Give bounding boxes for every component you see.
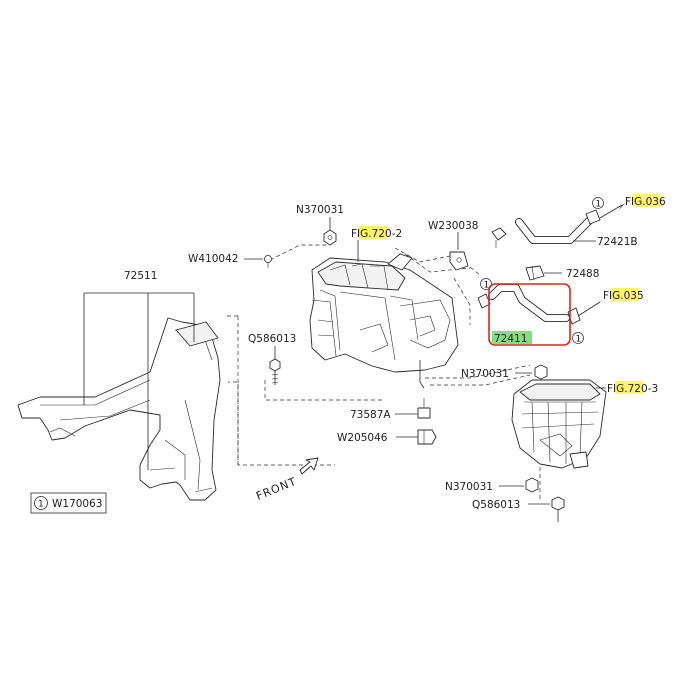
clamp-72488[interactable] bbox=[525, 265, 545, 281]
svg-text:72421B: 72421B bbox=[597, 236, 638, 248]
label-n370031-top: N370031 bbox=[296, 204, 344, 216]
fig-035-reference[interactable]: FIG.035 bbox=[603, 288, 644, 302]
front-direction-label: FRONT bbox=[254, 475, 298, 503]
hose-clamp-upper-right[interactable] bbox=[585, 209, 601, 225]
hose-72411[interactable] bbox=[488, 284, 570, 322]
svg-text:N370031: N370031 bbox=[445, 481, 493, 493]
label-73587a: 73587A bbox=[350, 409, 391, 421]
nut-n370031-mid[interactable] bbox=[534, 364, 548, 380]
highlight-ig72 bbox=[359, 226, 387, 239]
svg-text:1: 1 bbox=[596, 200, 602, 210]
label-72511: 72511 bbox=[124, 270, 157, 282]
svg-text:Q586013: Q586013 bbox=[248, 333, 296, 345]
label-72411[interactable]: 72411 bbox=[492, 331, 532, 345]
svg-text:FRONT: FRONT bbox=[254, 475, 298, 503]
part-72511-duct[interactable] bbox=[17, 317, 221, 501]
svg-text:FIG.720-3: FIG.720-3 bbox=[607, 383, 658, 395]
svg-text:N370031: N370031 bbox=[461, 368, 509, 380]
hose-clamp-lower-left[interactable] bbox=[477, 293, 491, 309]
nut-n370031-top[interactable] bbox=[323, 229, 337, 246]
highlight-ig03-mid bbox=[611, 288, 639, 301]
label-n370031-low: N370031 bbox=[445, 481, 493, 493]
selected-part-callout bbox=[488, 283, 571, 346]
legend-box: W170063 bbox=[30, 492, 107, 514]
bracket-w230038[interactable] bbox=[449, 251, 469, 271]
svg-text:1: 1 bbox=[576, 335, 582, 345]
label-q586013-left: Q586013 bbox=[248, 333, 296, 345]
highlight-ig03-top bbox=[633, 194, 661, 207]
svg-text:72411: 72411 bbox=[494, 333, 527, 345]
label-q586013-low: Q586013 bbox=[472, 499, 520, 511]
label-w410042: W410042 bbox=[188, 253, 238, 265]
clip-w205046[interactable] bbox=[417, 429, 437, 445]
svg-text:FIG.036: FIG.036 bbox=[625, 196, 666, 208]
fig-036-reference[interactable]: FIG.036 bbox=[625, 194, 666, 208]
legend-circle-marker: 1 bbox=[34, 496, 48, 510]
svg-text:W170063: W170063 bbox=[52, 498, 102, 510]
hose-72421b[interactable] bbox=[515, 216, 594, 244]
label-72488: 72488 bbox=[566, 268, 599, 280]
svg-text:73587A: 73587A bbox=[350, 409, 391, 421]
svg-text:N370031: N370031 bbox=[296, 204, 344, 216]
clip-w410042[interactable] bbox=[264, 255, 272, 269]
svg-text:72488: 72488 bbox=[566, 268, 599, 280]
circle-marker-1-a: 1 bbox=[592, 197, 604, 210]
highlight-72411 bbox=[492, 331, 532, 344]
svg-text:1: 1 bbox=[484, 281, 490, 291]
fig-720-2-reference[interactable]: FIG.720-2 bbox=[351, 226, 402, 240]
bolt-q586013-low[interactable] bbox=[551, 496, 565, 522]
highlight-ig72-right bbox=[615, 381, 643, 394]
svg-text:W205046: W205046 bbox=[337, 432, 388, 444]
label-72421b: 72421B bbox=[597, 236, 638, 248]
fig-720-3-reference[interactable]: FIG.720-3 bbox=[607, 381, 658, 395]
svg-text:Q586013: Q586013 bbox=[472, 499, 520, 511]
label-n370031-mid: N370031 bbox=[461, 368, 509, 380]
hose-clamp-upper-left[interactable] bbox=[491, 227, 507, 248]
svg-text:72511: 72511 bbox=[124, 270, 157, 282]
nut-n370031-low[interactable] bbox=[525, 477, 539, 493]
svg-text:1: 1 bbox=[38, 500, 44, 510]
grommet-73587a[interactable] bbox=[417, 398, 431, 419]
circle-marker-1-c: 1 bbox=[572, 332, 584, 345]
bolt-q586013-left[interactable] bbox=[269, 358, 281, 385]
svg-text:W230038: W230038 bbox=[428, 220, 478, 232]
front-arrow-icon bbox=[299, 457, 319, 475]
blower-unit-assembly[interactable] bbox=[511, 379, 607, 469]
heater-unit-assembly[interactable] bbox=[309, 253, 459, 389]
svg-text:FIG.720-2: FIG.720-2 bbox=[351, 228, 402, 240]
svg-text:FIG.035: FIG.035 bbox=[603, 290, 644, 302]
label-w205046: W205046 bbox=[337, 432, 388, 444]
label-w230038: W230038 bbox=[428, 220, 478, 232]
circle-marker-1-b: 1 bbox=[480, 278, 492, 291]
svg-text:W410042: W410042 bbox=[188, 253, 238, 265]
